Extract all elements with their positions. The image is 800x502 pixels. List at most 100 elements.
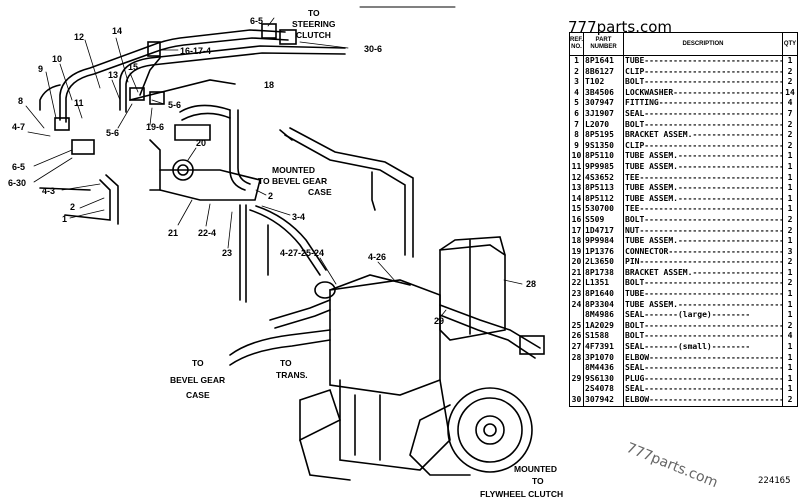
row-leader-dots: ------------------------------	[692, 130, 781, 140]
row-leader-dots: ------------------------------	[644, 363, 783, 373]
note-to-bevel-line1: TO	[192, 358, 204, 368]
row-description: FITTING------------------------------	[623, 98, 783, 109]
callout-20: 20	[196, 138, 206, 148]
callout-4-26: 4-26	[368, 252, 386, 262]
row-part-number: 8P1640	[583, 289, 624, 300]
row-description: BRACKET ASSEM.--------------------------…	[623, 130, 783, 141]
row-description: TUBE------------------------------	[623, 55, 783, 67]
row-description-text: SEAL	[625, 342, 645, 352]
row-qty: 1	[782, 384, 798, 395]
row-leader-dots: ------------------------------	[639, 257, 783, 267]
header-qty: QTY	[782, 32, 798, 56]
note-mounted-bevel-line2: TO BEVEL GEAR	[258, 176, 327, 186]
row-leader-dots: ------------------------------	[673, 87, 781, 97]
row-ref-no: 28	[569, 352, 584, 364]
row-qty: 1	[782, 236, 798, 247]
row-part-number: 3P1070	[583, 352, 624, 364]
row-qty: 3	[782, 246, 798, 258]
row-description-text: CLIP	[625, 140, 645, 150]
header-ref-no: REF. NO.	[569, 32, 584, 56]
row-ref-no: 21	[569, 267, 584, 279]
row-leader-dots: ------------------------------	[677, 299, 783, 309]
row-description-text: BRACKET ASSEM.	[625, 267, 693, 277]
row-leader-dots: ------------------------------	[644, 108, 783, 118]
row-qty: 4	[782, 98, 798, 109]
row-part-number: 8P3304	[583, 299, 624, 311]
row-description: TUBE ASSEM.-----------------------------…	[623, 183, 783, 194]
row-qty: 4	[782, 331, 798, 343]
row-qty: 2	[782, 395, 798, 407]
callout-18: 18	[264, 80, 274, 90]
note-to-bevel-line3: CASE	[186, 390, 210, 400]
note-to-steering-clutch-line2: STEERING	[292, 19, 336, 29]
note-mounted-flywheel-line2: TO	[532, 476, 544, 486]
watermark-bottom: 777parts.com	[624, 440, 721, 492]
row-part-number: 2S4078	[583, 384, 624, 395]
row-description: SEAL------------------------------	[623, 384, 783, 395]
callout-19-6: 19-6	[146, 122, 164, 132]
callout-2-a: 2	[70, 202, 75, 212]
row-leader-dots: ------------------------------	[644, 56, 783, 65]
callout-9: 9	[38, 64, 43, 74]
row-qty: 2	[782, 320, 798, 332]
row-description: BOLT------------------------------	[623, 119, 783, 131]
row-part-number: 4F7391	[583, 342, 624, 353]
row-description-text: TUBE ASSEM.	[625, 236, 678, 246]
callout-4-27-25-24: 4-27-25-24	[280, 248, 324, 258]
callout-30-6: 30-6	[364, 44, 382, 54]
row-qty: 7	[782, 108, 798, 120]
row-description-text: BOLT	[625, 77, 645, 87]
row-leader-dots: ------------------------------	[639, 172, 783, 182]
callout-6-5: 6-5	[12, 162, 25, 172]
row-part-number: L1351	[583, 278, 624, 290]
row-description: TUBE------------------------------	[623, 289, 783, 300]
row-ref-no: 22	[569, 278, 584, 290]
row-description: BOLT------------------------------	[623, 278, 783, 290]
row-leader-dots: ------------------------------	[668, 246, 781, 256]
row-description: PIN------------------------------	[623, 257, 783, 268]
callout-5-6-b: 5-6	[106, 128, 119, 138]
row-ref-no: 20	[569, 257, 584, 268]
row-part-number: S1588	[583, 331, 624, 343]
table-row: 43B4506LOCKWASHER-----------------------…	[569, 87, 798, 99]
row-description-text: TUBE ASSEM.	[625, 161, 678, 171]
row-qty: 2	[782, 257, 798, 268]
row-part-number: 307947	[583, 98, 624, 109]
row-qty: 2	[782, 225, 798, 237]
row-description: LOCKWASHER------------------------------	[623, 87, 783, 99]
row-ref-no: 16	[569, 214, 584, 226]
row-qty: 1	[782, 172, 798, 184]
row-qty: 1	[782, 204, 798, 215]
row-leader-dots: ------------------------------	[644, 320, 783, 330]
row-description: BOLT------------------------------	[623, 214, 783, 226]
row-description: CONNECTOR------------------------------	[623, 246, 783, 258]
row-qty: 2	[782, 119, 798, 131]
callout-14: 14	[112, 26, 122, 36]
note-to-steering-clutch-line1: TO	[308, 8, 320, 18]
row-ref-no: 2	[569, 66, 584, 78]
row-leader-dots: ------------------------------	[644, 140, 783, 150]
parts-table-header: REF. NO. PART NUMBER DESCRIPTION QTY	[569, 32, 798, 56]
row-leader-dots: ------------------------------	[677, 161, 783, 171]
row-description-text: NUT	[625, 225, 640, 235]
row-ref-no: 14	[569, 193, 584, 205]
row-ref-no: 24	[569, 299, 584, 311]
row-description-text: TEE	[625, 172, 640, 182]
note-mounted-flywheel-line1: MOUNTED	[514, 464, 557, 474]
row-description-text: TUBE ASSEM.	[625, 299, 678, 309]
row-part-number: 8M4436	[583, 363, 624, 374]
